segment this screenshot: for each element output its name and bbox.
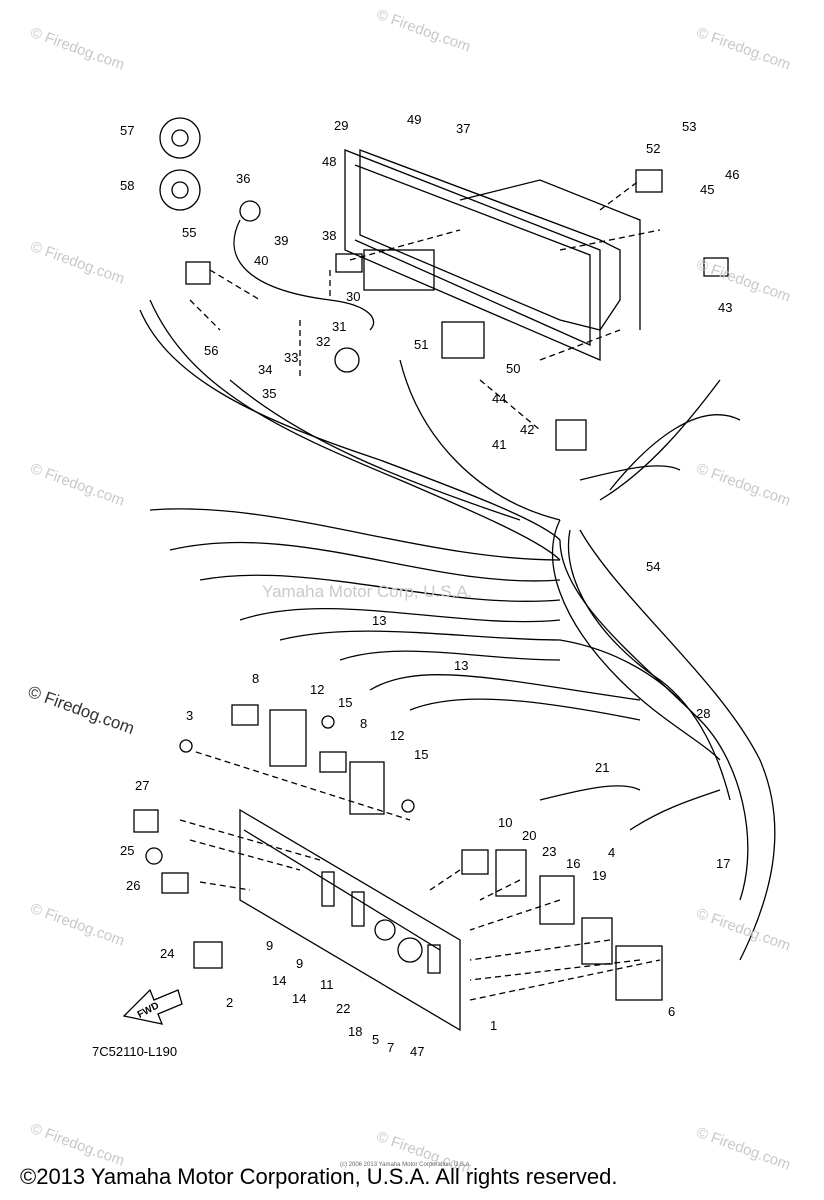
callout-17: 17 bbox=[716, 856, 730, 871]
diagram-artwork bbox=[122, 117, 776, 1032]
callout-21: 21 bbox=[595, 760, 609, 775]
callout-1: 1 bbox=[490, 1018, 497, 1033]
callout-26: 26 bbox=[126, 878, 140, 893]
callout-13: 13 bbox=[454, 658, 468, 673]
callout-55: 55 bbox=[182, 225, 196, 240]
callout-49: 49 bbox=[407, 112, 421, 127]
callout-48: 48 bbox=[322, 154, 336, 169]
callout-47: 47 bbox=[410, 1044, 424, 1059]
callout-51: 51 bbox=[414, 337, 428, 352]
callout-18: 18 bbox=[348, 1024, 362, 1039]
callout-16: 16 bbox=[566, 856, 580, 871]
callout-2: 2 bbox=[226, 995, 233, 1010]
callout-37: 37 bbox=[456, 121, 470, 136]
callout-32: 32 bbox=[316, 334, 330, 349]
callout-44: 44 bbox=[492, 391, 506, 406]
callout-11: 11 bbox=[320, 977, 334, 992]
callout-39: 39 bbox=[274, 233, 288, 248]
copyright-footer: ©2013 Yamaha Motor Corporation, U.S.A. A… bbox=[20, 1164, 618, 1189]
callout-36: 36 bbox=[236, 171, 250, 186]
center-watermark: Yamaha Motor Corp, U.S.A. bbox=[262, 582, 473, 601]
callout-54: 54 bbox=[646, 559, 660, 574]
callout-10: 10 bbox=[498, 815, 512, 830]
callout-9: 9 bbox=[266, 938, 273, 953]
callout-58: 58 bbox=[120, 178, 134, 193]
callout-5: 5 bbox=[372, 1032, 379, 1047]
callout-8: 8 bbox=[360, 716, 367, 731]
callout-52: 52 bbox=[646, 141, 660, 156]
callout-19: 19 bbox=[592, 868, 606, 883]
callout-12: 12 bbox=[310, 682, 324, 697]
callout-41: 41 bbox=[492, 437, 506, 452]
callout-20: 20 bbox=[522, 828, 536, 843]
callout-9: 9 bbox=[296, 956, 303, 971]
callout-25: 25 bbox=[120, 843, 134, 858]
callout-4: 4 bbox=[608, 845, 615, 860]
callout-6: 6 bbox=[668, 1004, 675, 1019]
fwd-label: FWD bbox=[136, 1000, 161, 1020]
callout-46: 46 bbox=[725, 167, 739, 182]
tiny-copyright: (c) 2006 2013 Yamaha Motor Corporation, … bbox=[340, 1162, 472, 1168]
callout-53: 53 bbox=[682, 119, 696, 134]
callout-57: 57 bbox=[120, 123, 134, 138]
diagram-code: 7C52110-L190 bbox=[92, 1044, 178, 1059]
callout-40: 40 bbox=[254, 253, 268, 268]
callout-35: 35 bbox=[262, 386, 276, 401]
callout-22: 22 bbox=[336, 1001, 350, 1016]
callout-27: 27 bbox=[135, 778, 149, 793]
callout-45: 45 bbox=[700, 182, 714, 197]
callout-43: 43 bbox=[718, 300, 732, 315]
callout-24: 24 bbox=[160, 946, 174, 961]
callout-30: 30 bbox=[346, 289, 360, 304]
callout-3: 3 bbox=[186, 708, 193, 723]
callout-8: 8 bbox=[252, 671, 259, 686]
callout-42: 42 bbox=[520, 422, 534, 437]
callout-12: 12 bbox=[390, 728, 404, 743]
callout-7: 7 bbox=[387, 1040, 394, 1055]
callout-23: 23 bbox=[542, 844, 556, 859]
callout-14: 14 bbox=[292, 991, 306, 1006]
callout-14: 14 bbox=[272, 973, 286, 988]
callout-15: 15 bbox=[414, 747, 428, 762]
callout-33: 33 bbox=[284, 350, 298, 365]
callout-29: 29 bbox=[334, 118, 348, 133]
callout-15: 15 bbox=[338, 695, 352, 710]
callout-38: 38 bbox=[322, 228, 336, 243]
callout-50: 50 bbox=[506, 361, 520, 376]
callout-31: 31 bbox=[332, 319, 346, 334]
callout-28: 28 bbox=[696, 706, 710, 721]
callout-34: 34 bbox=[258, 362, 272, 377]
callout-13: 13 bbox=[372, 613, 386, 628]
callout-56: 56 bbox=[204, 343, 218, 358]
